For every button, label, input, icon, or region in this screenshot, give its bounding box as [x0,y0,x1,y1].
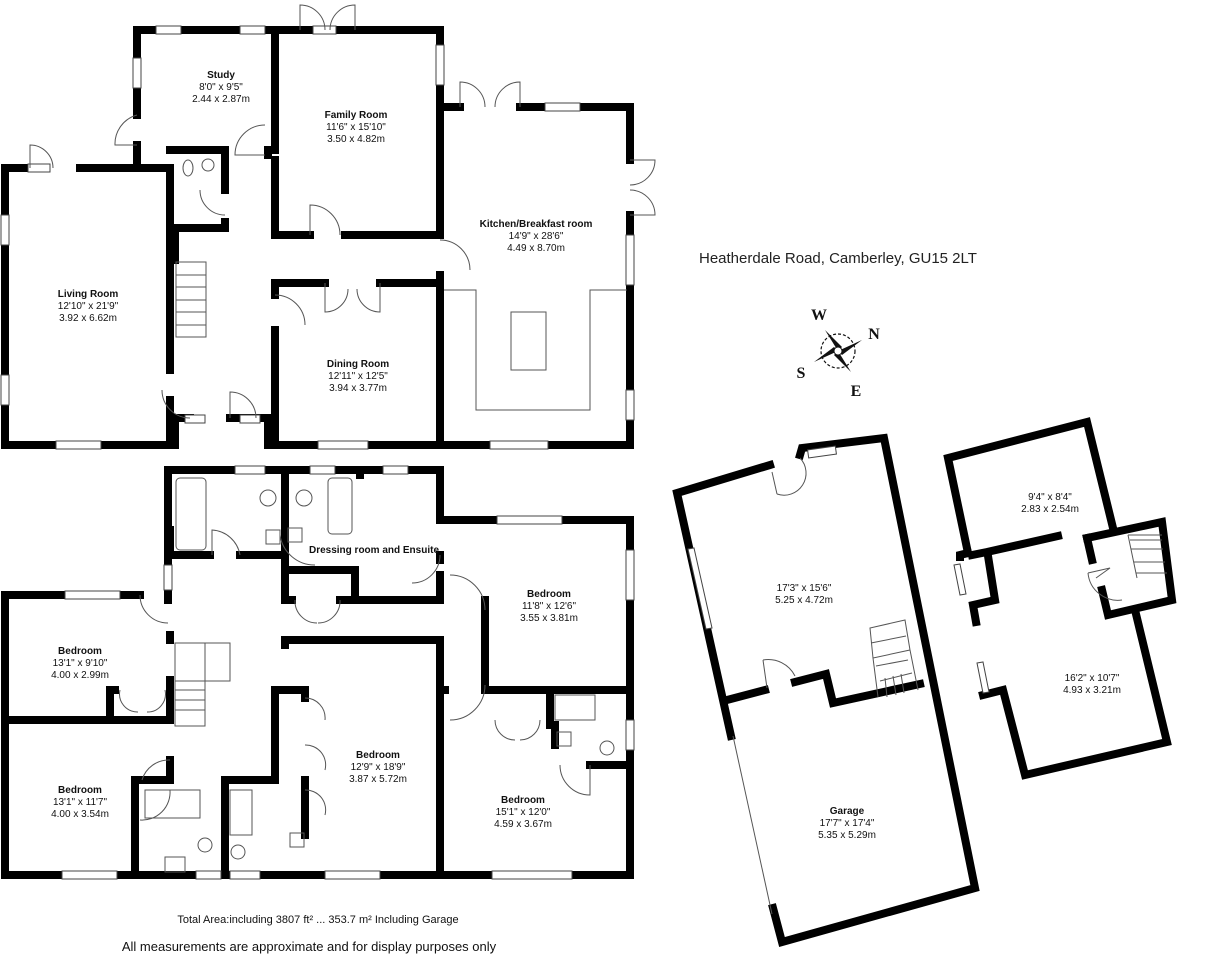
room-name: Kitchen/Breakfast room [480,219,593,230]
room-size-imperial: 14'9" x 28'6" [509,231,564,242]
room-family-room: Family Room 11'6" x 15'10" 3.50 x 4.82m [325,110,388,145]
room-name: Bedroom [58,785,102,796]
disclaimer: All measurements are approximate and for… [122,939,497,954]
room-size-imperial: 12'11" x 12'5" [328,371,388,382]
ground-floor-doors [29,4,656,419]
annex: 9'4" x 8'4" 2.83 x 2.54m 16'2" x 10'7" 4… [943,417,1177,780]
total-area: Total Area:including 3807 ft² ... 353.7 … [177,914,458,926]
room-size-metric: 4.49 x 8.70m [507,243,565,254]
room-upper: 17'3" x 15'6" 5.25 x 4.72m [775,583,833,606]
room-size-metric: 3.50 x 4.82m [327,134,385,145]
room-size-imperial: 11'8" x 12'6" [522,601,577,612]
compass-w: W [811,307,827,324]
compass-n: N [868,326,880,343]
room-bedroom-2: Bedroom 13'1" x 9'10" 4.00 x 2.99m [51,646,109,681]
room-dining-room: Dining Room 12'11" x 12'5" 3.94 x 3.77m [327,359,389,394]
room-name: Family Room [325,110,388,121]
room-name: Bedroom [356,750,400,761]
compass-e: E [851,383,862,400]
room-size-imperial: 8'0" x 9'5" [199,82,243,93]
room-name: Study [207,70,235,81]
room-size-metric: 3.55 x 3.81m [520,613,578,624]
room-size-imperial: 11'6" x 15'10" [326,122,386,133]
room-name: Living Room [58,289,119,300]
annex-fixtures [953,534,1167,694]
room-size-metric: 2.44 x 2.87m [192,94,250,105]
outbuilding: 17'3" x 15'6" 5.25 x 4.72m Garage 17'7" … [672,433,980,947]
room-size-metric: 3.92 x 6.62m [59,313,117,324]
annex-room-2: 16'2" x 10'7" 4.93 x 3.21m [1063,673,1121,696]
room-size-imperial: 17'3" x 15'6" [777,583,832,594]
annex-room-1: 9'4" x 8'4" 2.83 x 2.54m [1021,492,1079,515]
room-bedroom-4: Bedroom 13'1" x 11'7" 4.00 x 3.54m [51,785,109,820]
room-size-metric: 3.87 x 5.72m [349,774,407,785]
room-name: Dressing room and Ensuite [309,545,439,556]
ground-floor: Study 8'0" x 9'5" 2.44 x 2.87m Family Ro… [0,4,656,450]
annex-walls [943,417,1177,780]
room-name: Bedroom [58,646,102,657]
first-floor-fixtures [119,477,615,873]
room-living-room: Living Room 12'10" x 21'9" 3.92 x 6.62m [58,289,119,324]
room-size-metric: 4.00 x 2.99m [51,670,109,681]
room-size-imperial: 12'10" x 21'9" [58,301,119,312]
first-floor-windows [61,465,635,880]
first-floor: Dressing room and Ensuite Bedroom 11'8" … [1,465,635,880]
room-size-metric: 2.83 x 2.54m [1021,504,1079,515]
room-size-metric: 4.93 x 3.21m [1063,685,1121,696]
room-size-imperial: 15'1" x 12'0" [496,807,551,818]
room-size-metric: 3.94 x 3.77m [329,383,387,394]
address-title: Heatherdale Road, Camberley, GU15 2LT [699,250,977,267]
compass-rose-icon: W N S E [797,307,881,400]
room-garage: Garage 17'7" x 17'4" 5.35 x 5.29m [818,806,876,841]
outbuilding-walls [672,433,980,947]
room-size-imperial: 16'2" x 10'7" [1065,673,1120,684]
outbuilding-fixtures [687,445,919,915]
room-study: Study 8'0" x 9'5" 2.44 x 2.87m [192,70,250,105]
room-name: Bedroom [501,795,545,806]
room-dressing-room: Dressing room and Ensuite [309,545,439,556]
room-name: Dining Room [327,359,389,370]
compass-s: S [797,365,806,382]
room-size-metric: 5.25 x 4.72m [775,595,833,606]
room-size-metric: 4.00 x 3.54m [51,809,109,820]
room-size-imperial: 9'4" x 8'4" [1028,492,1072,503]
room-bedroom-5: Bedroom 15'1" x 12'0" 4.59 x 3.67m [494,795,552,830]
room-size-metric: 5.35 x 5.29m [818,830,876,841]
room-name: Garage [830,806,865,817]
room-size-imperial: 13'1" x 11'7" [53,797,108,808]
room-kitchen: Kitchen/Breakfast room 14'9" x 28'6" 4.4… [480,219,593,254]
room-size-imperial: 12'9" x 18'9" [351,762,406,773]
room-bedroom-1: Bedroom 11'8" x 12'6" 3.55 x 3.81m [520,589,578,624]
room-bedroom-3: Bedroom 12'9" x 18'9" 3.87 x 5.72m [349,750,407,785]
room-size-imperial: 17'7" x 17'4" [820,818,875,829]
ground-floor-windows [0,25,635,450]
room-name: Bedroom [527,589,571,600]
room-size-metric: 4.59 x 3.67m [494,819,552,830]
room-size-imperial: 13'1" x 9'10" [53,658,108,669]
